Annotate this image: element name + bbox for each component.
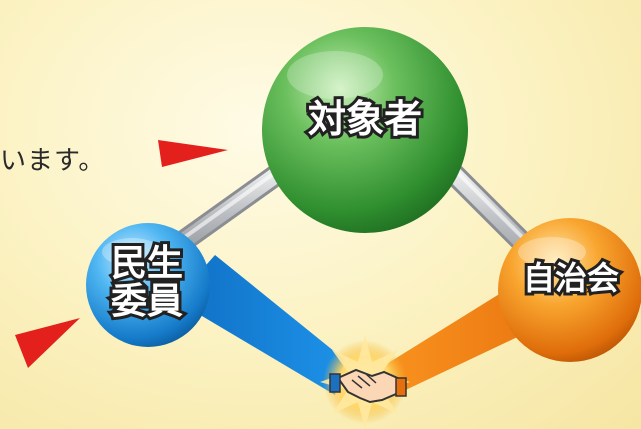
red-pointer-upper — [158, 140, 228, 167]
caption-text: います。 — [0, 146, 106, 176]
sphere-minsei — [86, 223, 210, 347]
red-pointer-lower — [15, 318, 80, 368]
label-minsei-line2: 委員 — [108, 280, 186, 324]
handshake-icon — [329, 368, 407, 404]
sphere-target — [262, 27, 468, 233]
label-minsei: 民生 委員 — [92, 242, 202, 324]
label-minsei-line1: 民生 — [108, 242, 186, 286]
sphere-jichi — [498, 218, 641, 362]
beam-blue — [175, 255, 345, 395]
label-jichi: 自治会 — [520, 258, 622, 297]
label-target: 対象者 — [305, 96, 425, 142]
